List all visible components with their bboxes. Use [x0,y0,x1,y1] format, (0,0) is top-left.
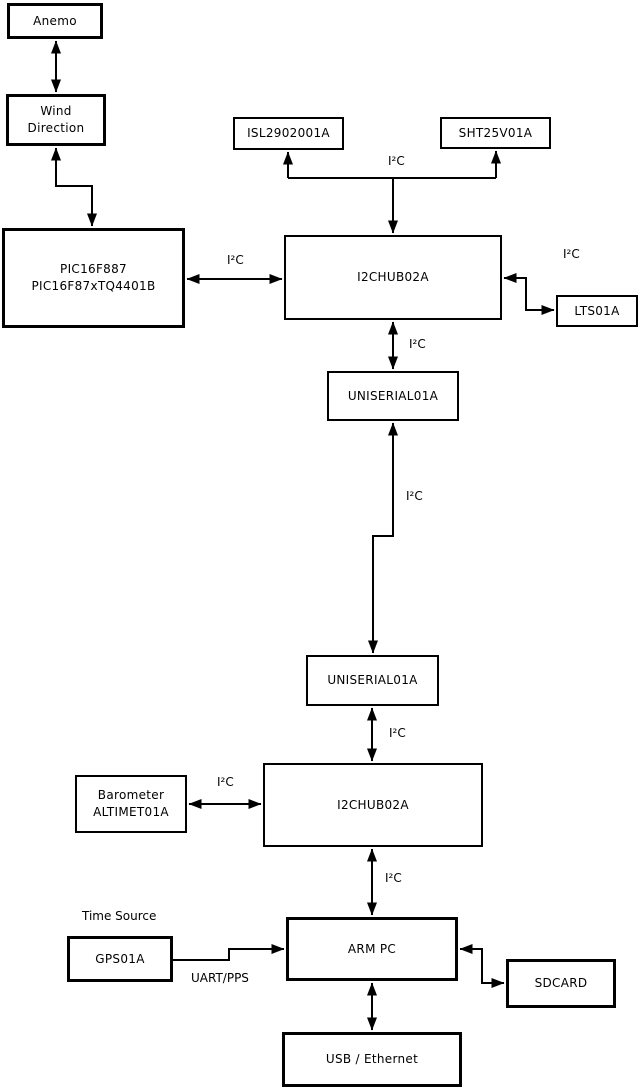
node-sdcard-label: SDCARD [534,976,588,990]
edge-label-i2c-uniserial2-hub2: I²C [389,726,406,740]
node-sht25v01a: SHT25V01A [440,117,551,149]
edge-label-i2c-hub1-lts: I²C [563,247,580,261]
node-sht25v01a-label: SHT25V01A [458,125,533,140]
node-sdcard: SDCARD [506,959,616,1008]
edge-i2chub1-lts [503,273,555,315]
edge-label-uart-pps: UART/PPS [191,971,249,985]
node-isl2902001a-label: ISL2902001A [247,126,330,140]
node-barometer-label-line2: ALTIMET01A [93,805,169,819]
node-wind-direction-label-line1: Wind [40,104,72,118]
node-lts01a-label: LTS01A [574,303,620,318]
node-pic16f887-label-line1: PIC16F887 [60,262,127,276]
node-i2chub02a-1: I2CHUB02A [284,235,502,320]
node-uniserial01a-1-label: UNISERIAL01A [347,388,439,403]
node-i2chub02a-2: I2CHUB02A [263,763,483,847]
node-uniserial01a-1: UNISERIAL01A [327,371,459,421]
edge-label-i2c-hub1-uniserial1: I²C [409,337,426,351]
edge-armpc-sdcard [459,944,505,988]
edge-label-i2c-branch: I²C [388,154,405,168]
node-pic16f887-label-line2: PIC16F87xTQ4401B [31,279,156,293]
node-uniserial01a-2-label: UNISERIAL01A [327,673,418,687]
node-usb-ethernet-label: USB / Ethernet [325,1052,419,1066]
node-anemo-label: Anemo [33,13,77,28]
node-wind-direction: Wind Direction [6,94,106,146]
node-arm-pc-label: ARM PC [347,941,397,956]
node-usb-ethernet: USB / Ethernet [282,1032,462,1087]
node-uniserial01a-2: UNISERIAL01A [306,655,439,706]
edge-wind-pic [51,147,97,227]
edge-label-i2c-barometer-hub2: I²C [217,775,234,789]
node-barometer-label-line1: Barometer [97,788,165,802]
node-gps01a-label: GPS01A [95,951,145,966]
edge-label-i2c-uniserial1-uniserial2: I²C [406,489,423,503]
node-isl2902001a: ISL2902001A [233,117,344,150]
node-lts01a: LTS01A [556,295,638,327]
edge-label-i2c-hub2-armpc: I²C [385,871,402,885]
edge-label-i2c-pic-hub1: I²C [227,253,244,267]
edge-uniserial1-uniserial2 [368,422,398,654]
node-pic16f887: PIC16F887 PIC16F87xTQ4401B [2,228,185,328]
node-i2chub02a-2-label: I2CHUB02A [337,797,409,812]
node-barometer-altimet01a: Barometer ALTIMET01A [75,775,187,833]
node-arm-pc: ARM PC [286,917,458,981]
node-wind-direction-label-line2: Direction [27,121,85,135]
annotation-time-source: Time Source [82,909,157,923]
node-anemo: Anemo [7,3,103,39]
node-i2chub02a-1-label: I2CHUB02A [357,270,429,284]
node-gps01a: GPS01A [67,936,173,982]
edge-gps-armpc [173,944,285,961]
